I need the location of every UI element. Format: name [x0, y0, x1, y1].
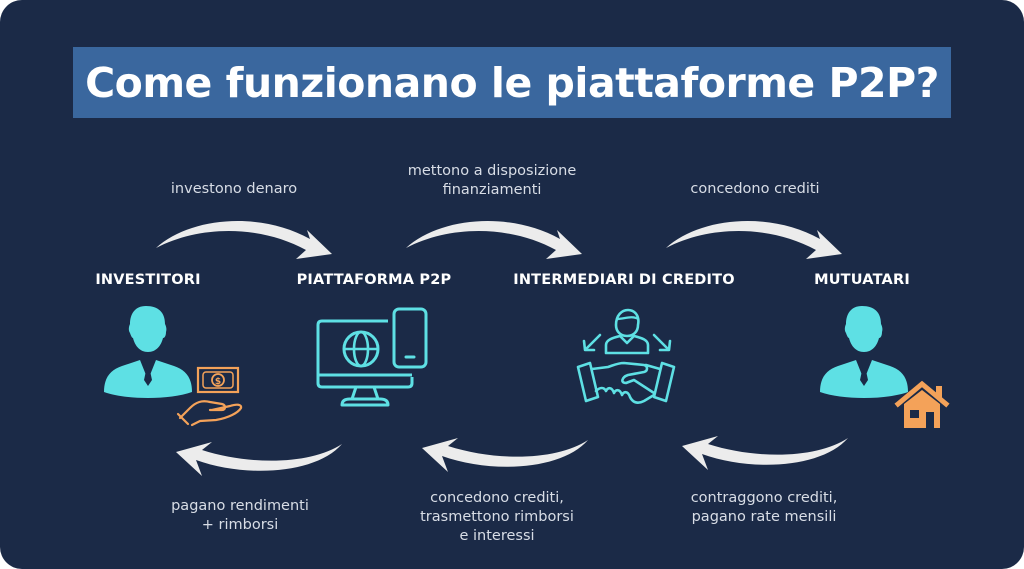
flow-label-rendimenti: pagano rendimenti + rimborsi	[171, 498, 309, 533]
computer-globe-phone-icon	[316, 307, 428, 407]
investor-with-money-icon: $	[104, 306, 243, 427]
actor-label-investitori: INVESTITORI	[95, 272, 201, 288]
flow-label-concedono-crediti: concedono crediti	[690, 181, 820, 197]
arrow-right-icon	[156, 221, 332, 259]
flow-label-invest: investono denaro	[170, 181, 298, 197]
actor-label-piattaforma: PIATTAFORMA P2P	[296, 272, 452, 288]
flow-label-finanziamenti: mettono a disposizione finanziamenti	[407, 163, 577, 198]
arrow-left-icon	[682, 436, 848, 470]
arrow-right-icon	[406, 221, 582, 259]
title-banner: Come funzionano le piattaforme P2P?	[73, 47, 951, 118]
actor-label-mutuatari: MUTUATARI	[814, 272, 910, 288]
page-title: Come funzionano le piattaforme P2P?	[85, 58, 939, 107]
arrow-right-icon	[666, 221, 842, 259]
flow-label-rate-mensili: contraggono crediti, pagano rate mensili	[690, 490, 838, 525]
svg-text:$: $	[215, 377, 221, 387]
handshake-person-icon	[576, 308, 676, 404]
arrow-left-icon	[176, 442, 342, 476]
arrow-left-icon	[422, 438, 588, 472]
borrower-with-house-icon	[820, 306, 950, 428]
flow-label-rimborsi-interessi: concedono crediti, trasmettono rimborsi …	[420, 490, 574, 544]
actor-label-intermediari: INTERMEDIARI DI CREDITO	[513, 272, 735, 288]
